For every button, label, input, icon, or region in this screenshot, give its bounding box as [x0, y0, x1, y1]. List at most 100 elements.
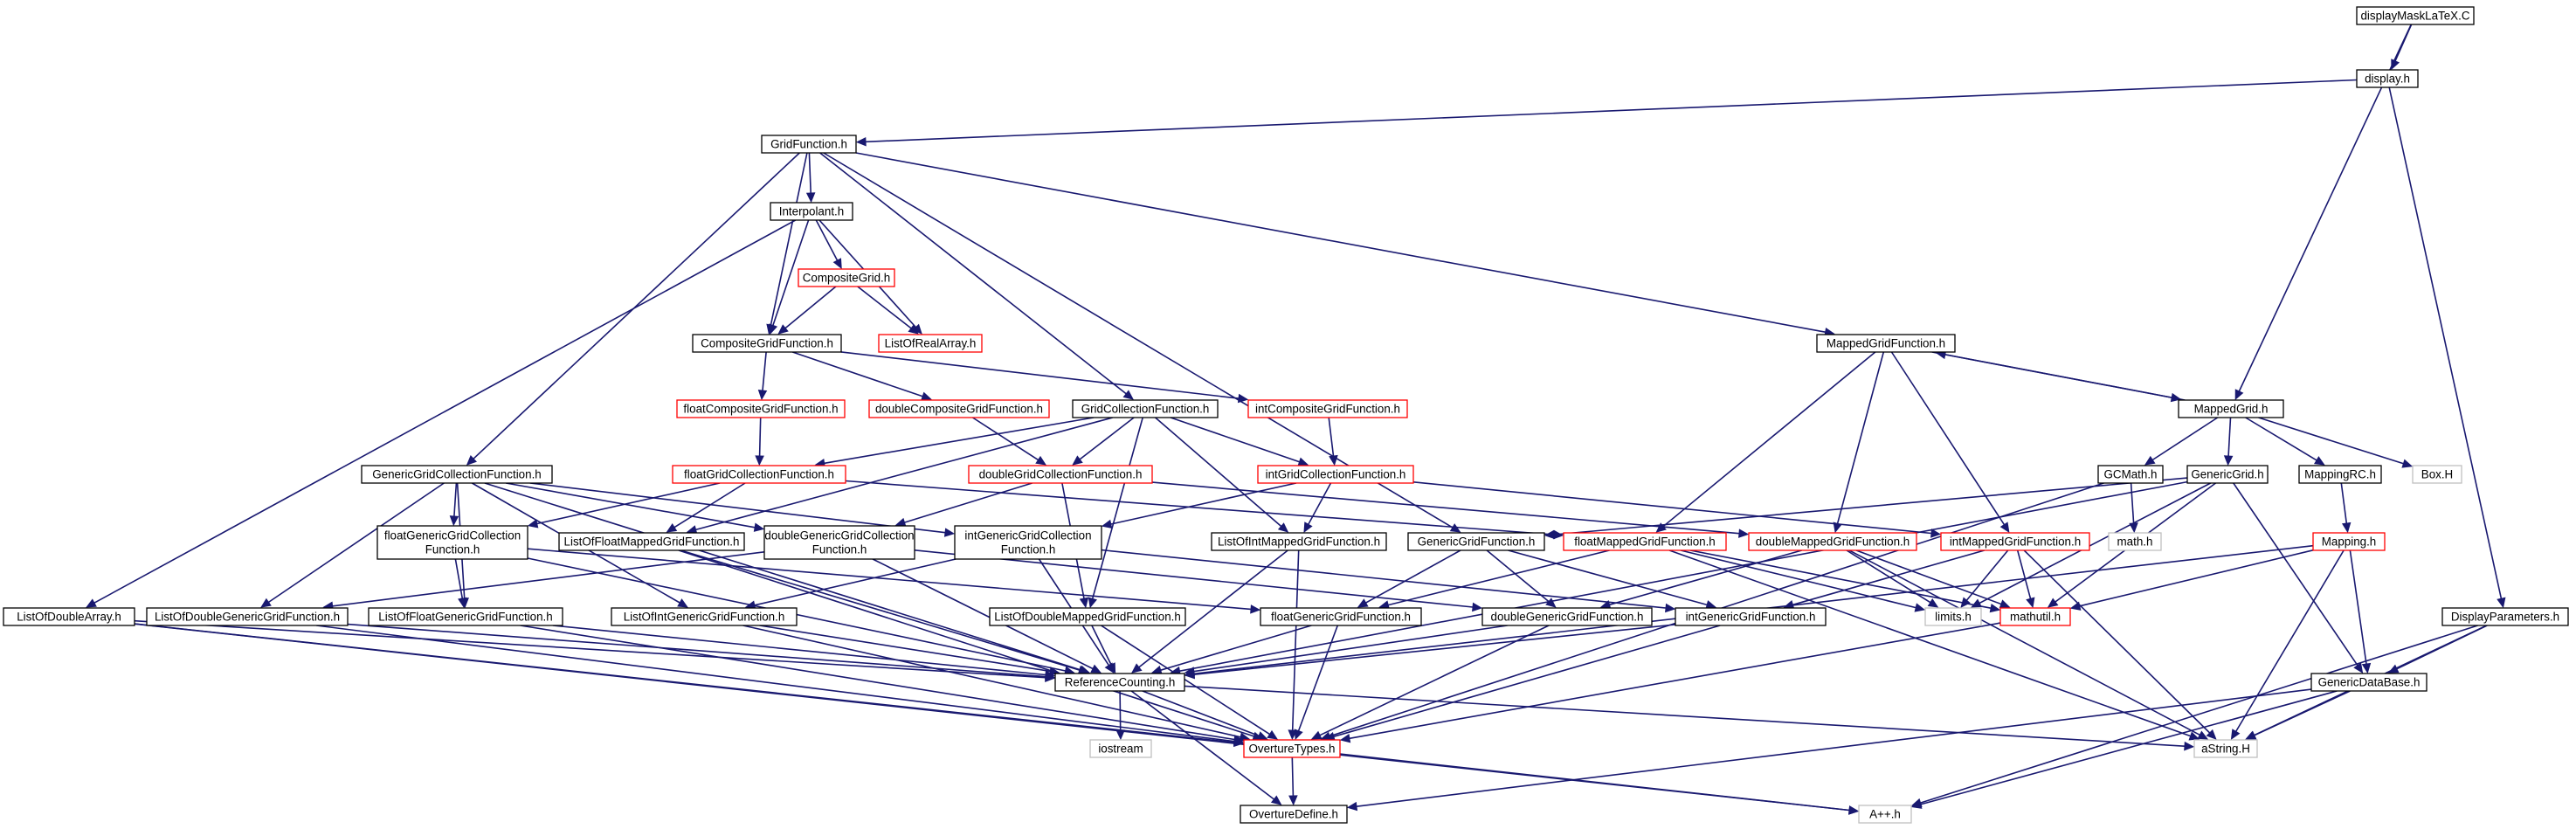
node-label: ReferenceCounting.h — [1065, 676, 1176, 689]
edge-n43-n47 — [2254, 690, 2351, 736]
file-node-floatcompositegridfunction-h[interactable]: floatCompositeGridFunction.h — [676, 399, 846, 418]
node-box — [989, 607, 1186, 626]
edge-n8-n21 — [972, 417, 1039, 461]
file-node-floatmappedgridfunction-h[interactable]: floatMappedGridFunction.h — [1563, 532, 1727, 551]
file-node-gcmath-h[interactable]: GCMath.h — [2097, 465, 2164, 484]
file-node-overturedefine-h[interactable]: OvertureDefine.h — [1240, 805, 1348, 824]
edge-n12-n16 — [2258, 417, 2404, 465]
file-node-gridcollectionfunction-h[interactable]: GridCollectionFunction.h — [1072, 399, 1219, 418]
file-node-doublecompositegridfunction-h[interactable]: doubleCompositeGridFunction.h — [868, 399, 1050, 418]
edge-arrowhead-icon — [1237, 393, 1249, 404]
edge-n30-n38 — [1609, 549, 1802, 606]
file-node-interpolant-h[interactable]: Interpolant.h — [770, 202, 853, 221]
file-node-floatgridcollectionfunction-h[interactable]: floatGridCollectionFunction.h — [672, 465, 846, 484]
file-node-display-h[interactable]: display.h — [2356, 69, 2419, 88]
edge-n31-n41 — [2016, 549, 2032, 599]
edge-n27-n46 — [1291, 549, 1300, 731]
edge-arrowhead-icon — [1233, 735, 1245, 744]
file-node-listofintmappedgridfunction-h[interactable]: ListOfIntMappedGridFunction.h — [1211, 532, 1387, 551]
file-node-iostream[interactable]: iostream — [1089, 739, 1152, 758]
edge-arrowhead-icon — [1927, 598, 1939, 608]
edge-n2-n19 — [473, 152, 800, 459]
file-node-genericgridcollectionfunction-h[interactable]: GenericGridCollectionFunction.h — [361, 465, 553, 484]
file-node-listofdoublemappedgridfunction-h[interactable]: ListOfDoubleMappedGridFunction.h — [989, 607, 1186, 626]
node-label: ListOfIntGenericGridFunction.h — [624, 611, 785, 624]
file-node-intgenericgridfunction-h[interactable]: intGenericGridFunction.h — [1675, 607, 1827, 626]
edge-layer — [86, 24, 2506, 815]
edge-arrowhead-icon — [2245, 730, 2257, 740]
edge-n2-n9 — [819, 152, 1127, 395]
node-box — [368, 607, 563, 626]
file-node-a-h[interactable]: A++.h — [1858, 805, 1912, 824]
node-label: Function.h — [1001, 543, 1056, 556]
edge-arrowhead-icon — [1848, 805, 1860, 815]
file-node-listoffloatmappedgridfunction-h[interactable]: ListOfFloatMappedGridFunction.h — [558, 532, 745, 551]
node-label: floatCompositeGridFunction.h — [683, 403, 838, 416]
node-label: GenericGrid.h — [2191, 468, 2263, 481]
file-node-displaymasklatex-c[interactable]: displayMaskLaTeX.C — [2356, 6, 2475, 25]
file-node-displayparameters-h[interactable]: DisplayParameters.h — [2441, 607, 2569, 626]
file-node-compositegrid-h[interactable]: CompositeGrid.h — [798, 268, 895, 287]
edge-arrowhead-icon — [1914, 603, 1926, 612]
file-node-compositegridfunction-h[interactable]: CompositeGridFunction.h — [692, 334, 842, 353]
node-box — [146, 607, 349, 626]
node-label: aString.H — [2201, 743, 2250, 756]
edge-arrowhead-icon — [1930, 528, 1942, 538]
file-node-intcompositegridfunction-h[interactable]: intCompositeGridFunction.h — [1247, 399, 1408, 418]
file-node-gridfunction-h[interactable]: GridFunction.h — [761, 135, 857, 154]
edge-arrowhead-icon — [86, 598, 97, 608]
file-node-mappedgridfunction-h[interactable]: MappedGridFunction.h — [1816, 334, 1956, 353]
edge-arrowhead-icon — [1277, 522, 1289, 533]
node-box — [1816, 334, 1956, 353]
edge-n44-n46 — [1142, 690, 1260, 737]
edge-n3-n4 — [815, 219, 839, 261]
edge-arrowhead-icon — [1184, 669, 1195, 680]
edge-n1-n42 — [2388, 86, 2503, 599]
file-node-genericgridfunction-h[interactable]: GenericGridFunction.h — [1407, 532, 1545, 551]
file-node-mappingrc-h[interactable]: MappingRC.h — [2298, 465, 2382, 484]
edge-n22-n31 — [1412, 481, 1932, 535]
file-node-doublemappedgridfunction-h[interactable]: doubleMappedGridFunction.h — [1748, 532, 1917, 551]
edge-n37-n44 — [1160, 625, 1312, 671]
file-node-listofdoublearray-h[interactable]: ListOfDoubleArray.h — [3, 607, 135, 626]
edge-n30-n41 — [1855, 549, 2002, 605]
file-node-intgridcollectionfunction-h[interactable]: intGridCollectionFunction.h — [1257, 465, 1414, 484]
node-label: iostream — [1098, 743, 1143, 756]
node-label: Interpolant.h — [779, 205, 844, 218]
file-node-astring-h[interactable]: aString.H — [2193, 739, 2258, 758]
file-node-floatgenericgridfunction-h[interactable]: floatGenericGridFunction.h — [1260, 607, 1422, 626]
file-node-mappedgrid-h[interactable]: MappedGrid.h — [2178, 399, 2284, 418]
file-node-doublegenericgridfunction-h[interactable]: doubleGenericGridFunction.h — [1481, 607, 1653, 626]
file-node-limits-h[interactable]: limits.h — [1924, 607, 1982, 626]
node-label: MappedGridFunction.h — [1827, 337, 1945, 350]
file-node-genericgrid-h[interactable]: GenericGrid.h — [2186, 465, 2269, 484]
file-node-math-h[interactable]: math.h — [2108, 532, 2162, 551]
node-label: ListOfIntMappedGridFunction.h — [1218, 535, 1380, 549]
file-node-doublegridcollectionfunction-h[interactable]: doubleGridCollectionFunction.h — [968, 465, 1153, 484]
node-label: DisplayParameters.h — [2451, 611, 2559, 624]
file-node-overturetypes-h[interactable]: OvertureTypes.h — [1243, 739, 1341, 758]
file-node-intmappedgridfunction-h[interactable]: intMappedGridFunction.h — [1940, 532, 2090, 551]
edge-arrowhead-icon — [832, 258, 842, 270]
file-node-listofrealarray-h[interactable]: ListOfRealArray.h — [878, 334, 983, 353]
edge-arrowhead-icon — [2401, 459, 2414, 468]
node-box — [878, 334, 983, 353]
edge-n12-n11 — [1944, 354, 2186, 401]
edge-arrowhead-icon — [2206, 729, 2217, 740]
edge-arrowhead-icon — [1329, 454, 1338, 466]
file-node-box-h[interactable]: Box.H — [2412, 465, 2462, 484]
file-node-listofintgenericgridfunction-h[interactable]: ListOfIntGenericGridFunction.h — [611, 607, 798, 626]
edge-n28-n39 — [1508, 549, 1708, 606]
file-node-referencecounting-h[interactable]: ReferenceCounting.h — [1054, 673, 1185, 692]
node-box — [798, 268, 895, 287]
edge-n23-n37 — [527, 548, 1252, 611]
file-node-mapping-h[interactable]: Mapping.h — [2312, 532, 2386, 551]
file-node-listoffloatgenericgridfunction-h[interactable]: ListOfFloatGenericGridFunction.h — [368, 607, 563, 626]
file-node-listofdoublegenericgridfunction-h[interactable]: ListOfDoubleGenericGridFunction.h — [146, 607, 349, 626]
node-label: ListOfDoubleGenericGridFunction.h — [155, 611, 340, 624]
file-node-mathutil-h[interactable]: mathutil.h — [1999, 607, 2071, 626]
file-node-genericdatabase-h[interactable]: GenericDataBase.h — [2310, 673, 2428, 692]
